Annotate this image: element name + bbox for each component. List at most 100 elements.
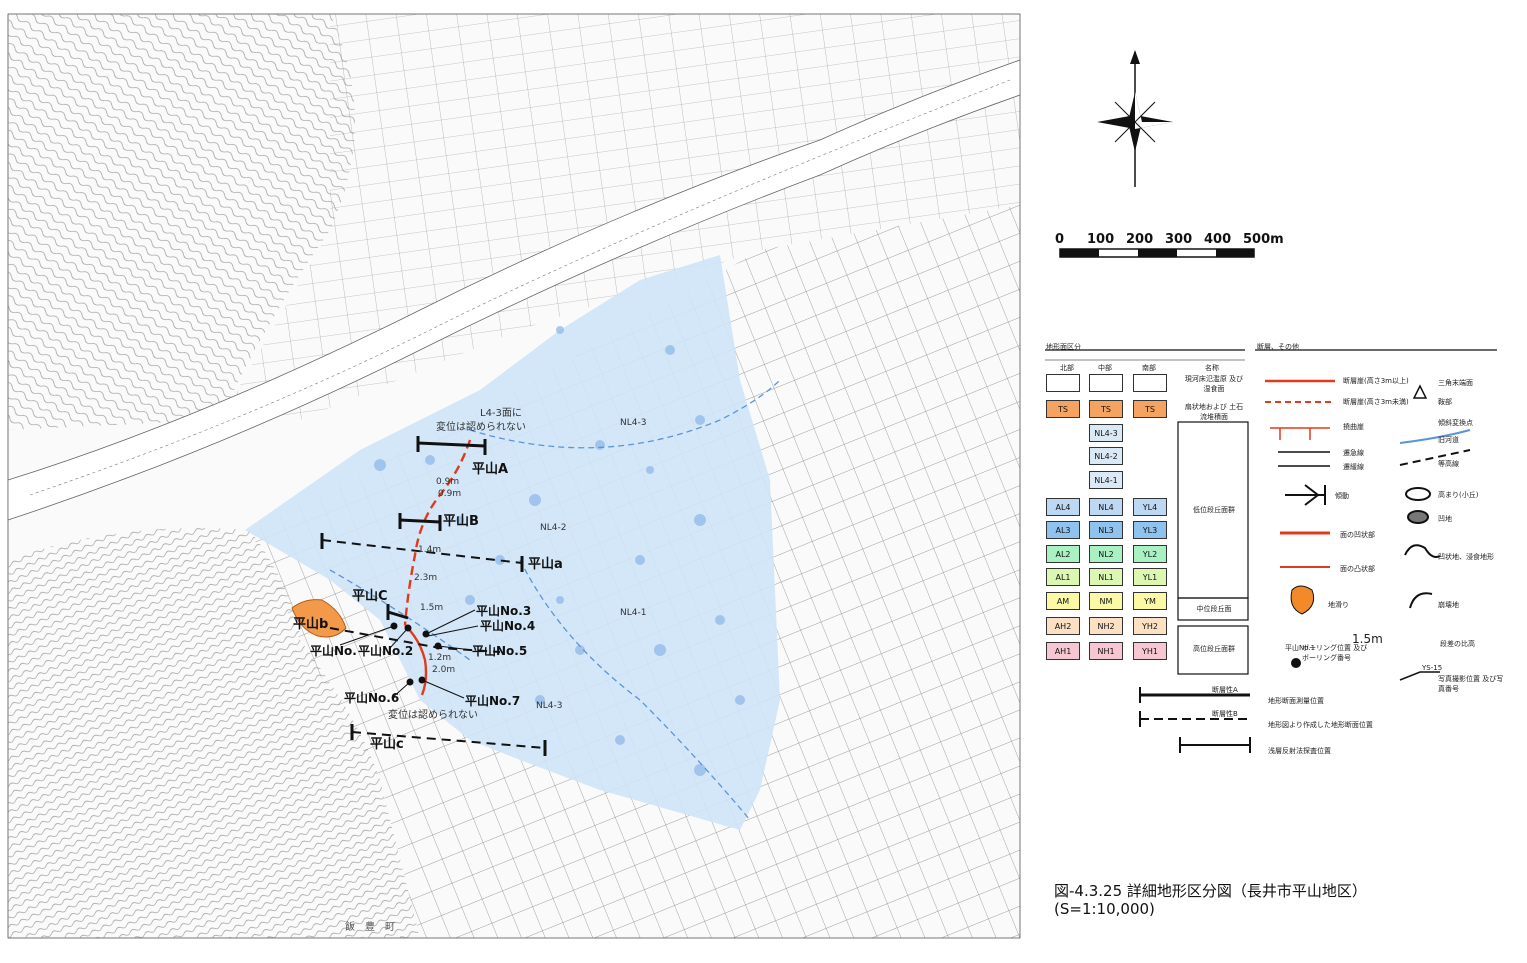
legend-swatch: YM <box>1133 592 1167 610</box>
legend-right-item: 断層崖(高さ3m以上) <box>1343 377 1409 385</box>
legend-col-north: 北部 <box>1060 364 1074 372</box>
legend-swatch: NM <box>1089 592 1123 610</box>
legend-right-item: 傾動 <box>1335 492 1349 500</box>
bottom-legend-lines <box>1139 687 1251 753</box>
label-no2: 平山No.2 <box>358 643 413 658</box>
legend-col-south: 南部 <box>1142 364 1156 372</box>
label-no5: 平山No.5 <box>472 643 527 658</box>
legend-swatch: NL4-2 <box>1089 447 1123 465</box>
caption-scale: (S=1:10,000) <box>1054 900 1155 918</box>
label-no1: 平山No. <box>310 643 357 658</box>
legend-bore-sample: 平山No.1 <box>1285 644 1316 652</box>
label-nl43-top: NL4-3 <box>620 418 646 428</box>
figure-caption: 図-4.3.25 詳細地形区分図（長井市平山地区） (S=1:10,000) <box>1054 882 1367 918</box>
lowland-terrace-zone <box>245 255 781 830</box>
legend-swatch: AL4 <box>1046 498 1080 516</box>
legend-swatch: TS <box>1046 400 1080 418</box>
legend-right-item: 凹状地、浸食地形 <box>1438 553 1494 561</box>
legend-swatch: TS <box>1133 400 1167 418</box>
legend-swatch: YL2 <box>1133 545 1167 563</box>
legend-name-4: 高位段丘面群 <box>1193 645 1235 653</box>
legend-frame <box>1045 349 1497 675</box>
scale-tick-0: 0 <box>1055 232 1064 247</box>
legend-swatch: YL3 <box>1133 521 1167 539</box>
label-no3: 平山No.3 <box>476 603 531 618</box>
label-no7: 平山No.7 <box>465 693 520 708</box>
legend-right-item: 断層崖(高さ3m未満) <box>1343 398 1409 406</box>
label-nl43-bottom: NL4-3 <box>536 701 562 711</box>
label-hirayama-b-lower: 平山b <box>293 616 328 632</box>
fault-scarp <box>403 439 472 696</box>
legend-swatch: YH2 <box>1133 617 1167 635</box>
scale-tick-200: 200 <box>1126 232 1153 247</box>
legend-right-item: 傾斜変換点 <box>1438 419 1473 427</box>
borehole-legend-icon <box>1291 658 1301 668</box>
legend-right-item: 遷急線 <box>1343 449 1364 457</box>
scale-tick-100: 100 <box>1087 232 1114 247</box>
legend-swatch: YL4 <box>1133 498 1167 516</box>
legend-swatch: NL2 <box>1089 545 1123 563</box>
note-bottom: 変位は認められない <box>388 708 478 721</box>
offset-7: 2.0m <box>432 665 455 675</box>
legend-symbols <box>1265 379 1471 681</box>
map-frame <box>7 13 1021 939</box>
legend-right-item: 旧河道 <box>1438 436 1459 444</box>
legend-swatch: AL3 <box>1046 521 1080 539</box>
legend-left-header: 地形面区分 <box>1046 343 1081 351</box>
legend-right-item: 崩壊地 <box>1438 601 1459 609</box>
label-hirayama-a-lower: 平山a <box>528 556 563 572</box>
label-nl42: NL4-2 <box>540 523 566 533</box>
legend-right-item: 段差の比高 <box>1440 640 1475 648</box>
legend-swatch: NL1 <box>1089 568 1123 586</box>
legend-name-1: 扇状地および 土石流堆積面 <box>1184 403 1244 421</box>
legend-swatch: NL4 <box>1089 498 1123 516</box>
town-label: 飯 豊 町 <box>345 920 395 933</box>
offset-3: 1.4m <box>418 545 441 555</box>
legend-step-sample: 1.5m <box>1352 632 1383 646</box>
legend-swatch: AH1 <box>1046 642 1080 660</box>
legend-swatch <box>1046 374 1080 392</box>
label-nl41: NL4-1 <box>620 608 646 618</box>
legend-name-3: 中位段丘面 <box>1196 605 1232 613</box>
label-no4: 平山No.4 <box>480 618 535 633</box>
legend-photo-sample: YS-15 <box>1422 664 1443 672</box>
label-hirayama-c-upper: 平山C <box>352 588 388 604</box>
line-tag-a: 断層性A <box>1212 686 1238 694</box>
scale-bar <box>1059 248 1255 258</box>
bottom-legend-label-2: 浅層反射法探査位置 <box>1268 747 1331 755</box>
label-hirayama-a-upper: 平山A <box>472 461 508 477</box>
label-hirayama-b-upper: 平山B <box>443 513 479 529</box>
legend-swatch: NL3 <box>1089 521 1123 539</box>
legend-right-item: 地滑り <box>1328 601 1349 609</box>
legend-swatch: YL1 <box>1133 568 1167 586</box>
landslide-icon <box>1290 585 1315 615</box>
legend-right-header: 断層、その他 <box>1257 343 1299 351</box>
legend-right-item: 面の凸状部 <box>1340 565 1375 573</box>
note-top-line1: L4-3面に <box>480 407 522 419</box>
offset-4: 2.3m <box>414 573 437 583</box>
legend-right-item: 三角末端面 <box>1438 379 1473 387</box>
bottom-legend-label-1: 地形図より作成した地形断面位置 <box>1268 721 1373 729</box>
line-tag-b: 断層性B <box>1212 710 1238 718</box>
note-top-line2: 変位は認められない <box>436 420 526 433</box>
legend-name-0: 現河床氾濫原 及び湿食面 <box>1184 375 1244 393</box>
borehole-leaders <box>339 609 479 699</box>
legend-swatch: AL1 <box>1046 568 1080 586</box>
legend-swatch: YH1 <box>1133 642 1167 660</box>
legend-right-item: 凹地 <box>1438 515 1452 523</box>
legend-swatch: AL2 <box>1046 545 1080 563</box>
legend-right-item: 高まり(小丘) <box>1438 491 1479 499</box>
north-arrow-icon <box>1097 50 1173 187</box>
legend-col-name: 名称 <box>1205 364 1219 372</box>
legend-swatch: AM <box>1046 592 1080 610</box>
bottom-legend-label-0: 地形断面測量位置 <box>1268 697 1324 705</box>
scale-tick-500: 500m <box>1243 232 1284 247</box>
label-hirayama-c-lower: 平山c <box>370 736 404 752</box>
legend-right-item: 写真撮影位置 及び写真番号 <box>1438 675 1504 693</box>
offset-2: 0.9m <box>438 489 461 499</box>
legend-name-2: 低位段丘面群 <box>1193 506 1235 514</box>
legend-swatch: NL4-3 <box>1089 424 1123 442</box>
legend-col-central: 中部 <box>1098 364 1112 372</box>
legend-right-item: 撓曲崖 <box>1343 423 1364 431</box>
